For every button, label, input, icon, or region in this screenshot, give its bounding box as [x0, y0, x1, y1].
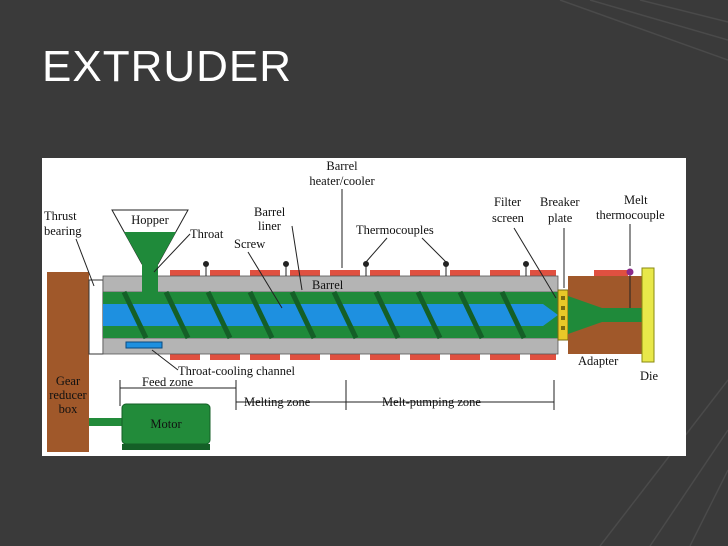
- melt-pumping-zone-label: Melt-pumping zone: [382, 395, 481, 409]
- barrel-liner-label-2: liner: [258, 219, 282, 233]
- feed-zone-label: Feed zone: [142, 375, 193, 389]
- melt-thermocouple-label-2: thermocouple: [596, 208, 665, 222]
- heater-bands-bottom: [170, 354, 556, 360]
- die: [641, 267, 655, 363]
- throat-cooling-leader: [151, 349, 179, 371]
- filter-screen-label-2: screen: [492, 211, 525, 225]
- die-label: Die: [640, 369, 659, 383]
- extruder-svg: Gear reducer box Thrust bearing Motor: [44, 159, 665, 452]
- motor-base: [122, 444, 210, 450]
- thermocouples-leader-1: [365, 237, 388, 263]
- screw-label: Screw: [234, 237, 265, 251]
- zone-dimensions: [119, 380, 555, 410]
- thrust-bearing-label-2: bearing: [44, 224, 82, 238]
- hopper-label: Hopper: [131, 213, 169, 227]
- thrust-bearing-label-1: Thrust: [44, 209, 77, 223]
- thrust-bearing-leader: [75, 238, 95, 287]
- throat-cooling-channel: [125, 341, 163, 349]
- hopper-throat: [142, 264, 158, 292]
- melt-thermocouple-head: [626, 268, 634, 276]
- screw-tip: [543, 304, 558, 326]
- barrel-label: Barrel: [312, 278, 344, 292]
- thermocouples-leader-2: [421, 237, 447, 263]
- adapter-flow: [568, 296, 642, 334]
- gear-reducer-label-1: Gear: [56, 374, 81, 388]
- slide-title: EXTRUDER: [42, 42, 293, 91]
- breaker-plate-holes: [561, 296, 565, 330]
- barrel-liner-leader: [291, 225, 303, 291]
- gear-reducer-label-3: box: [59, 402, 79, 416]
- barrel-heater-label-2: heater/cooler: [309, 174, 375, 188]
- melt-thermocouple-label-1: Melt: [624, 193, 648, 207]
- throat-label: Throat: [190, 227, 224, 241]
- extruder-diagram: Gear reducer box Thrust bearing Motor: [42, 158, 686, 456]
- screw-leader: [247, 251, 283, 309]
- breaker-plate-label-1: Breaker: [540, 195, 580, 209]
- screw-flights: [121, 290, 527, 340]
- gear-reducer-box: [47, 272, 89, 452]
- gear-reducer-label-2: reducer: [49, 388, 87, 402]
- motor-shaft: [89, 418, 122, 426]
- thrust-bearing: [88, 279, 104, 355]
- throat-leader: [153, 233, 191, 273]
- breaker-plate-label-2: plate: [548, 211, 573, 225]
- motor-label: Motor: [150, 417, 182, 431]
- melting-zone-label: Melting zone: [244, 395, 311, 409]
- thermocouples: [203, 261, 529, 276]
- barrel-bottom-wall: [102, 337, 559, 355]
- adapter-label: Adapter: [578, 354, 619, 368]
- thermocouples-label: Thermocouples: [356, 223, 434, 237]
- heater-bands-top: [170, 270, 556, 276]
- throat-cooling-label: Throat-cooling channel: [178, 364, 295, 378]
- barrel-liner-label-1: Barrel: [254, 205, 286, 219]
- filter-screen-leader: [513, 227, 557, 299]
- barrel-heater-label-1: Barrel: [326, 159, 358, 173]
- hopper-material: [124, 232, 176, 264]
- adapter-top-band: [594, 270, 628, 276]
- filter-screen-label-1: Filter: [494, 195, 522, 209]
